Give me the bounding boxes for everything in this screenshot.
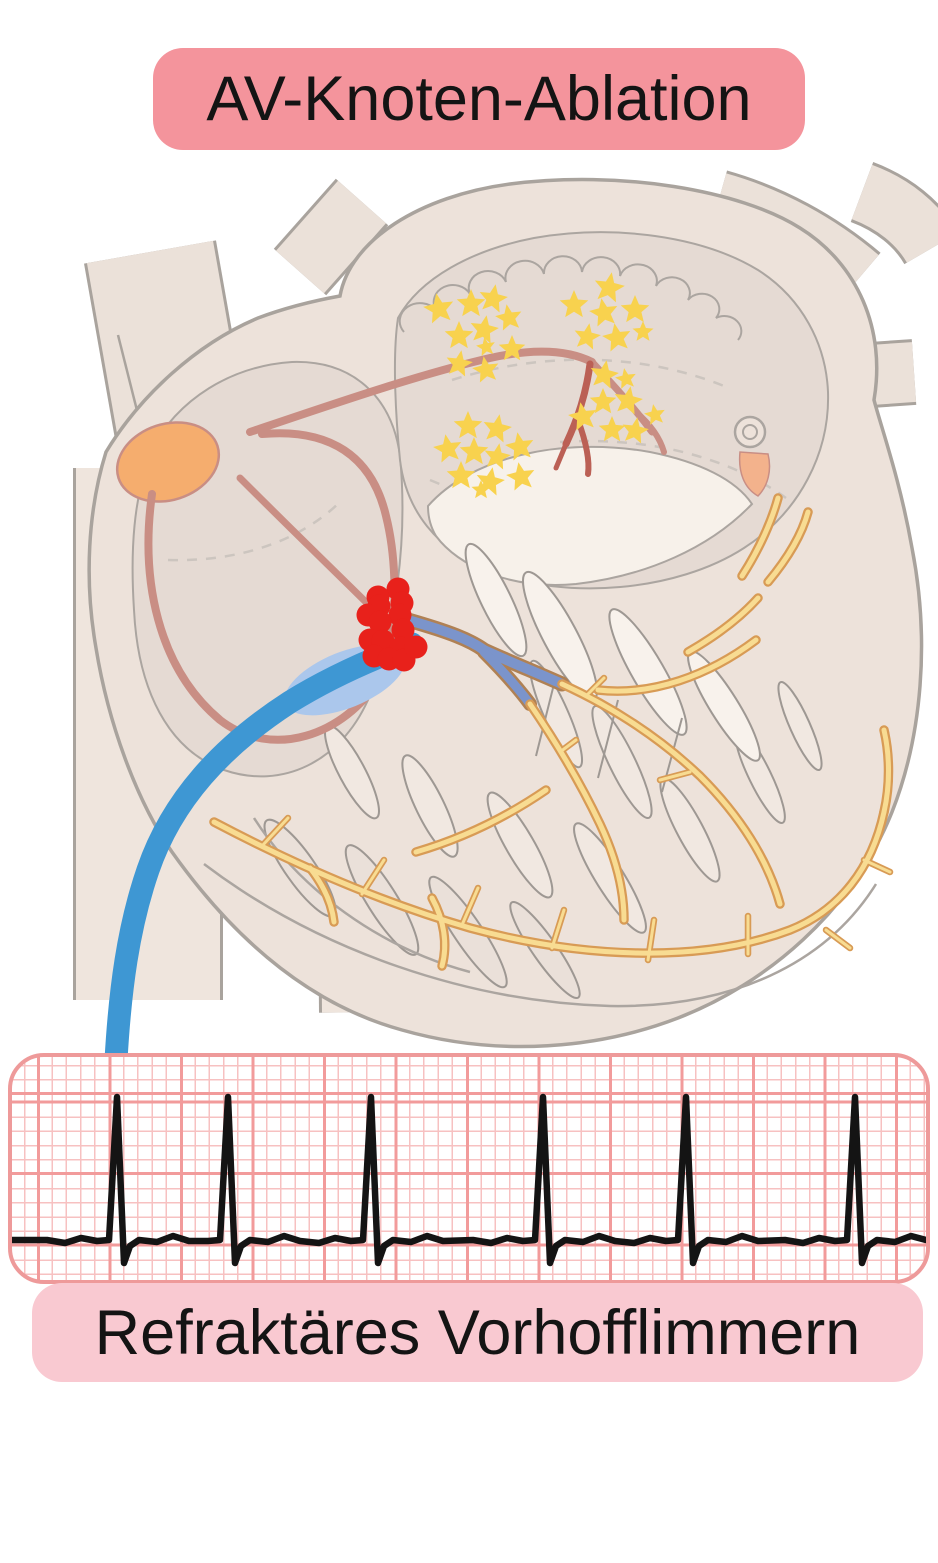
fibrillation-star [459, 437, 489, 465]
fibrillation-star [446, 461, 476, 489]
fibrillation-star [622, 417, 649, 444]
ablation-dot [368, 610, 392, 634]
fibrillation-star [602, 323, 631, 352]
caption-badge-label: Refraktäres Vorhofflimmern [94, 1297, 861, 1368]
ecg-trace [12, 1093, 926, 1267]
ventricular-conduction [209, 493, 894, 971]
cut-vessel [733, 415, 767, 449]
title-badge: AV-Knoten-Ablation [153, 48, 805, 150]
valve-region [426, 445, 754, 586]
fibrillation-star [574, 323, 601, 350]
fibrillation-star [479, 284, 508, 313]
ablation-catheter [104, 632, 424, 1072]
fibrillation-star [568, 402, 597, 431]
sa-node [115, 421, 221, 503]
fibrillation-star [589, 298, 618, 327]
title-badge-label: AV-Knoten-Ablation [206, 64, 752, 134]
ecg-plot [12, 1093, 926, 1267]
fibrillation-star [598, 416, 626, 442]
purkinje-fibers [209, 493, 894, 971]
fibrillation-star [471, 480, 491, 499]
fibrillation-star [589, 388, 617, 414]
fibrillation-star [615, 368, 636, 389]
fibrillation-star [456, 289, 486, 317]
fibrillation-star [446, 350, 473, 377]
fibrillation-star [632, 321, 654, 341]
fibrillation-star [476, 337, 495, 357]
fibrillation-star [644, 404, 665, 425]
fibrillation-star [472, 356, 499, 383]
fibrillation-star [594, 272, 625, 303]
ventricle-walls [203, 817, 878, 1008]
left-atrium-scallops [398, 255, 743, 341]
ablation-dots [356, 577, 428, 672]
his-bundle [400, 612, 570, 711]
fibrillation-star [433, 434, 462, 463]
fibrillation-star [506, 462, 535, 491]
fibrillation-star [495, 304, 522, 331]
ablation-dot [404, 635, 428, 659]
caption-badge: Refraktäres Vorhofflimmern [32, 1283, 923, 1382]
fibrillation-star [484, 443, 511, 470]
fibrillation-star [614, 386, 643, 415]
fibrillation-star [559, 290, 589, 318]
fibrillation-stars [423, 272, 665, 499]
fibrillation-star [620, 295, 650, 323]
fibrillation-star [505, 432, 534, 461]
fibrillation-star [483, 414, 512, 443]
fibrillation-star [498, 335, 526, 361]
fibrillation-star [444, 321, 474, 349]
fibrillation-star [470, 315, 499, 344]
ablation-dot [391, 618, 415, 642]
vessel-flap [738, 451, 771, 497]
fibrillation-star [590, 360, 619, 389]
fibrillation-star [453, 411, 483, 439]
fibrillation-star [423, 293, 454, 324]
ecg-strip [8, 1053, 930, 1284]
